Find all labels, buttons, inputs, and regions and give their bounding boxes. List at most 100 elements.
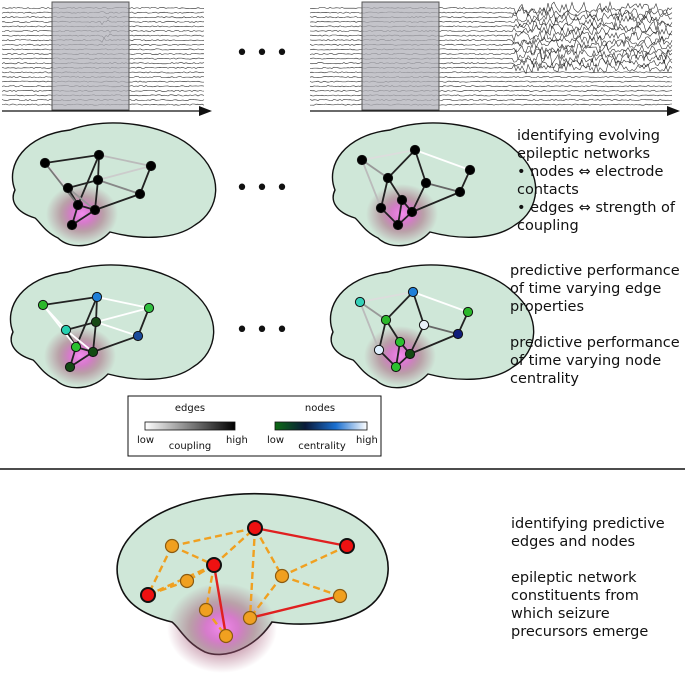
row1-title: identifying evolving epileptic networks <box>517 128 660 162</box>
network-node <box>90 316 102 328</box>
network-edge <box>361 159 389 179</box>
network-edge <box>213 527 256 566</box>
seizure-focus <box>44 326 116 386</box>
network-edge <box>423 324 459 335</box>
network-node <box>382 172 394 184</box>
network-edge <box>42 296 98 306</box>
time-arrow-icon <box>667 106 680 116</box>
legend-nodes-title: nodes <box>305 403 335 414</box>
network-node <box>373 344 385 356</box>
network-edge <box>67 187 96 211</box>
network-edge <box>65 329 94 353</box>
network-node <box>87 346 99 358</box>
network-edge <box>409 324 425 355</box>
network-edge <box>411 182 427 213</box>
row2-node-caption: predictive performance of time varying n… <box>510 335 680 387</box>
brain-network-row1-right <box>331 122 537 247</box>
network-edge <box>204 564 216 611</box>
network-node <box>274 568 290 584</box>
network-edge <box>378 319 387 351</box>
time-arrow-icon <box>199 106 212 116</box>
network-node <box>392 219 404 231</box>
network-node <box>37 299 49 311</box>
network-node <box>356 154 368 166</box>
network-edge <box>361 159 382 209</box>
network-node <box>407 286 419 298</box>
legend-edges-axis: coupling <box>169 441 212 452</box>
network-node <box>406 206 418 218</box>
network-edge <box>387 149 416 179</box>
legend-edges-title: edges <box>175 403 205 414</box>
ellipsis-eeg: • • • <box>236 41 289 66</box>
legend-edges-high: high <box>226 435 248 446</box>
network-edge <box>253 527 284 577</box>
predictive-node <box>140 587 156 603</box>
network-edge <box>412 291 469 313</box>
network-node <box>62 182 74 194</box>
network-node <box>464 164 476 176</box>
network-edge <box>44 162 79 206</box>
ellipsis-row2: • • • <box>236 318 289 343</box>
network-edge <box>171 526 256 548</box>
network-edge <box>361 149 416 161</box>
network-node <box>89 204 101 216</box>
network-edge <box>248 527 257 619</box>
network-node <box>60 324 72 336</box>
network-node <box>332 588 348 604</box>
row2-description: predictive performance of time varying e… <box>510 262 685 388</box>
network-edge <box>385 291 414 321</box>
ellipsis-row1: • • • <box>236 176 289 201</box>
network-node <box>409 144 421 156</box>
row2-edge-caption: predictive performance of time varying e… <box>510 263 680 315</box>
network-edge <box>380 177 389 209</box>
network-node <box>93 149 105 161</box>
network-edge <box>67 179 99 189</box>
network-edge <box>359 291 414 303</box>
network-edge <box>65 321 97 331</box>
legend-edges-low: low <box>137 435 154 446</box>
row3-caption-1: identifying predictive edges and nodes <box>511 516 665 550</box>
legend-nodes-colorbar <box>274 421 368 431</box>
network-node <box>418 319 430 331</box>
network-node <box>452 328 464 340</box>
network-node <box>92 174 104 186</box>
network-edge <box>75 296 98 348</box>
network-edge <box>409 333 459 355</box>
network-edge <box>96 296 150 309</box>
network-edge <box>411 191 461 213</box>
brain-network-summary <box>116 492 389 673</box>
row1-bullet-nodes: • nodes ⇔ electrode contacts <box>517 164 664 198</box>
network-node <box>134 188 146 200</box>
predictive-edge <box>249 594 341 620</box>
predictive-node <box>247 520 263 536</box>
network-edge <box>44 154 100 164</box>
network-node <box>145 160 157 172</box>
network-edge <box>359 301 380 351</box>
predictive-edge <box>212 564 228 637</box>
network-node <box>179 573 195 589</box>
network-node <box>375 202 387 214</box>
eeg-time-window-right <box>361 1 440 111</box>
seizure-focus <box>364 326 436 386</box>
network-edge <box>95 307 150 323</box>
row3-description: identifying predictive edges and nodes e… <box>511 515 681 641</box>
network-edge <box>412 291 425 326</box>
network-edge <box>98 154 152 167</box>
network-node <box>462 306 474 318</box>
network-node <box>396 194 408 206</box>
network-node <box>404 348 416 360</box>
legend-nodes-high: high <box>356 435 378 446</box>
network-edge <box>146 545 174 596</box>
network-node <box>132 330 144 342</box>
predictive-node <box>339 538 355 554</box>
network-edge <box>359 301 387 321</box>
network-node <box>242 610 258 626</box>
network-edge <box>42 304 77 348</box>
network-node <box>218 628 234 644</box>
network-edge <box>414 149 427 184</box>
network-edge <box>97 165 152 181</box>
network-node <box>394 336 406 348</box>
network-node <box>390 361 402 373</box>
network-node <box>66 219 78 231</box>
